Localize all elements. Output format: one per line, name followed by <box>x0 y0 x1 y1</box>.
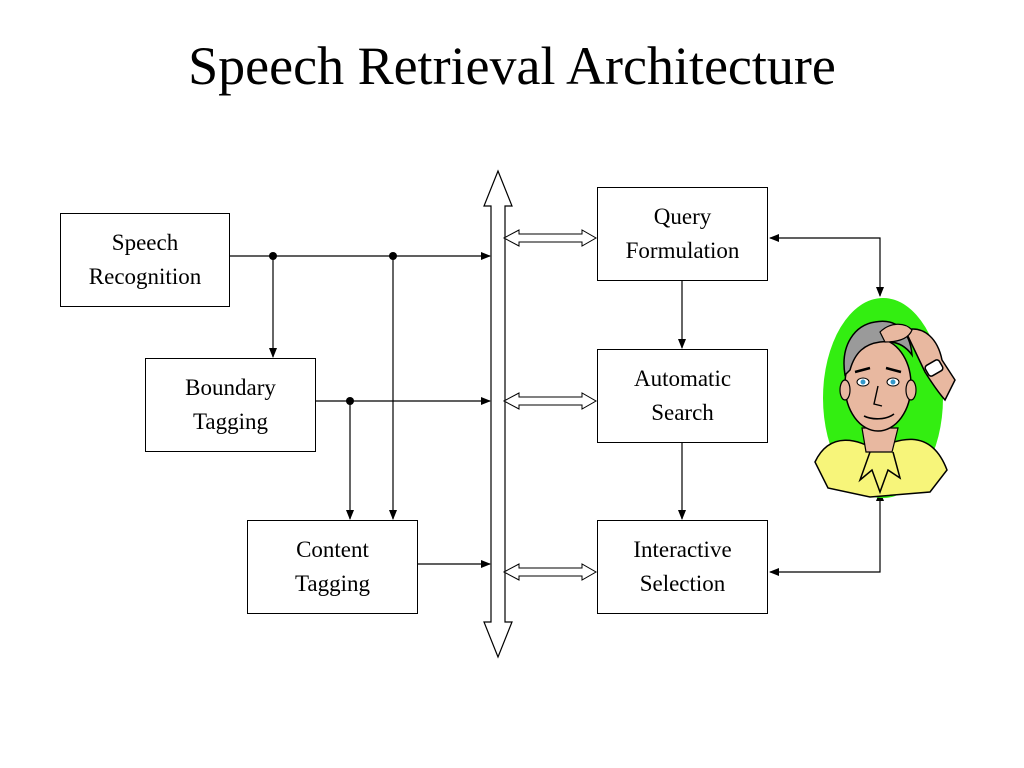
box-label-line: Content <box>296 537 369 562</box>
box-label-line: Query <box>653 204 712 229</box>
central-bus-arrow <box>483 169 513 659</box>
bus-to-search-arrow <box>502 392 598 410</box>
automatic-search-box: Automatic Search <box>597 349 768 443</box>
slide-title: Speech Retrieval Architecture <box>188 36 836 96</box>
user-to-query-line <box>769 234 884 297</box>
user-to-selection-line <box>769 491 884 576</box>
junction-dot <box>346 397 354 405</box>
confused-man-scratching-head-icon <box>814 298 956 498</box>
box-label-line: Search <box>651 400 714 425</box>
content-tagging-box: Content Tagging <box>247 520 418 614</box>
speech-recognition-box: Speech Recognition <box>60 213 230 307</box>
box-label-line: Tagging <box>294 571 371 596</box>
box-label-line: Automatic <box>633 366 732 391</box>
bus-to-selection-arrow <box>502 563 598 581</box>
box-label-line: Speech <box>111 230 179 255</box>
box-label-line: Tagging <box>192 409 269 434</box>
boundary-tagging-box: Boundary Tagging <box>145 358 316 452</box>
box-label-line: Selection <box>639 571 726 596</box>
query-formulation-box: Query Formulation <box>597 187 768 281</box>
box-label-line: Interactive <box>633 537 732 562</box>
junction-dot <box>389 252 397 260</box>
box-label-line: Recognition <box>88 264 202 289</box>
junction-dot <box>269 252 277 260</box>
box-label-line: Boundary <box>185 375 276 400</box>
interactive-selection-box: Interactive Selection <box>597 520 768 614</box>
box-label-line: Formulation <box>625 238 740 263</box>
bus-to-query-arrow <box>502 229 598 247</box>
